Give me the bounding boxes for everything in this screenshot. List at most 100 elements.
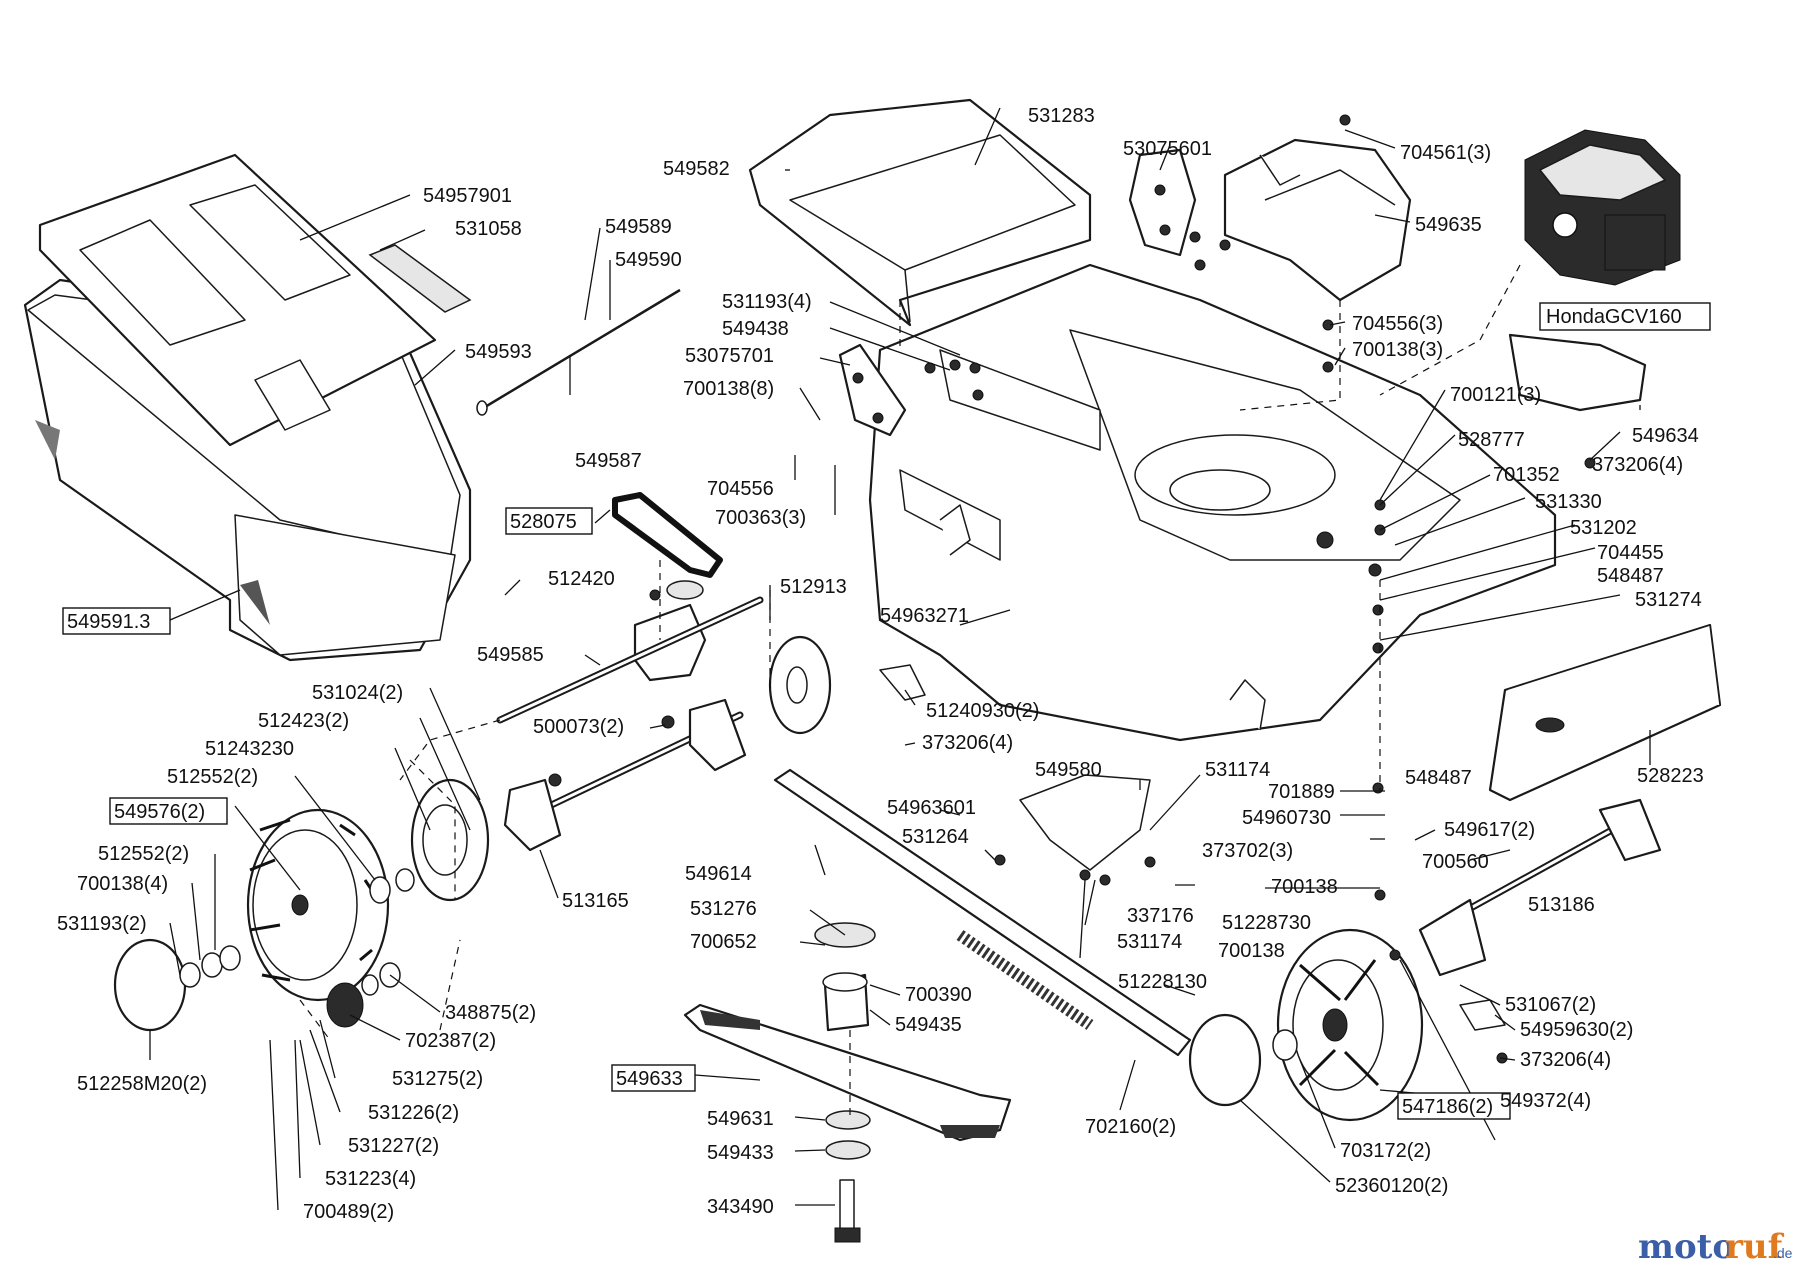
label-512913: 512913 xyxy=(780,576,847,598)
right-pulley-512913 xyxy=(768,635,832,735)
label-53075701: 53075701 xyxy=(685,345,774,367)
drive-pinion xyxy=(326,982,364,1028)
label-531193-2: 531193(2) xyxy=(57,913,147,935)
label-54963601: 54963601 xyxy=(887,797,976,819)
blade-bolt-343490 xyxy=(834,1179,861,1243)
label-549589: 549589 xyxy=(605,216,672,238)
label-549433: 549433 xyxy=(707,1142,774,1164)
shift-rod-549589 xyxy=(476,288,681,416)
label-549634: 549634 xyxy=(1632,425,1699,447)
label-512258m20-2: 512258M20(2) xyxy=(77,1073,207,1095)
label-531275-2: 531275(2) xyxy=(392,1068,483,1090)
label-700489-2: 700489(2) xyxy=(303,1201,394,1223)
label-honda-gcv160: HondaGCV160 xyxy=(1546,306,1682,328)
label-549438: 549438 xyxy=(722,318,789,340)
label-547186-2: 547186(2) xyxy=(1402,1096,1493,1118)
label-52360120-2: 52360120(2) xyxy=(1335,1175,1448,1197)
front-axle-513186 xyxy=(1418,798,1662,977)
side-plate-53075701 xyxy=(838,343,907,437)
label-531276: 531276 xyxy=(690,898,757,920)
label-513165: 513165 xyxy=(562,890,629,912)
front-wheel-bushing xyxy=(1272,1029,1298,1061)
label-549591-3: 549591.3 xyxy=(67,611,150,633)
label-531174b: 531174 xyxy=(1117,931,1182,953)
label-700560: 700560 xyxy=(1422,851,1489,873)
left-rear-wheel xyxy=(246,808,390,1002)
label-549585: 549585 xyxy=(477,644,544,666)
label-51243230: 51243230 xyxy=(205,738,294,760)
grass-catcher-frame-lid xyxy=(38,153,437,447)
label-549435: 549435 xyxy=(895,1014,962,1036)
bracket-51240930 xyxy=(879,664,1506,1031)
label-528223: 528223 xyxy=(1637,765,1704,787)
label-531264: 531264 xyxy=(902,826,969,848)
label-700121-3: 700121(3) xyxy=(1450,384,1541,406)
watermark-part2: ruf xyxy=(1725,1227,1785,1267)
label-700390: 700390 xyxy=(905,984,972,1006)
label-549590: 549590 xyxy=(615,249,682,271)
label-704561-3: 704561(3) xyxy=(1400,142,1491,164)
label-531274: 531274 xyxy=(1635,589,1702,611)
guard-549634 xyxy=(1508,333,1647,412)
left-wheel-cap xyxy=(113,938,187,1032)
label-531226-2: 531226(2) xyxy=(368,1102,459,1124)
label-348875-2: 348875(2) xyxy=(445,1002,536,1024)
label-54963271: 54963271 xyxy=(880,605,969,627)
drive-belt xyxy=(612,492,723,578)
label-549633: 549633 xyxy=(616,1068,683,1090)
label-531174a: 531174 xyxy=(1205,759,1270,781)
label-531223-4: 531223(4) xyxy=(325,1168,416,1190)
label-549617-2: 549617(2) xyxy=(1444,819,1535,841)
label-512420: 512420 xyxy=(548,568,615,590)
assembly-lines xyxy=(299,264,1521,1115)
label-549631: 549631 xyxy=(707,1108,774,1130)
label-700138a: 700138 xyxy=(1271,876,1338,898)
label-700363-3: 700363(3) xyxy=(715,507,806,529)
front-wheel-547186 xyxy=(1276,928,1424,1122)
label-373702-3: 373702(3) xyxy=(1202,840,1293,862)
label-343490: 343490 xyxy=(707,1196,774,1218)
honda-engine xyxy=(1524,129,1681,286)
label-373206-4b: 373206(4) xyxy=(922,732,1013,754)
label-531024-2: 531024(2) xyxy=(312,682,403,704)
label-704455: 704455 xyxy=(1597,542,1664,564)
label-337176: 337176 xyxy=(1127,905,1194,927)
label-700138-3: 700138(3) xyxy=(1352,339,1443,361)
label-700138-4: 700138(4) xyxy=(77,873,168,895)
label-704556: 704556 xyxy=(707,478,774,500)
bracket-53075601 xyxy=(1128,148,1197,257)
label-531193-4: 531193(4) xyxy=(722,291,812,313)
label-528777: 528777 xyxy=(1458,429,1525,451)
label-51228730: 51228730 xyxy=(1222,912,1311,934)
label-548487b: 548487 xyxy=(1405,767,1472,789)
label-700138-8: 700138(8) xyxy=(683,378,774,400)
label-373206-4c: 373206(4) xyxy=(1520,1049,1611,1071)
hub-washers xyxy=(179,868,415,996)
label-54960730: 54960730 xyxy=(1242,807,1331,829)
watermark-part1: moto xyxy=(1638,1227,1735,1267)
label-701352: 701352 xyxy=(1493,464,1560,486)
label-531058: 531058 xyxy=(455,218,522,240)
label-703172-2: 703172(2) xyxy=(1340,1140,1431,1162)
front-cover xyxy=(1488,623,1722,802)
label-531283: 531283 xyxy=(1028,105,1095,127)
label-702160-2: 702160(2) xyxy=(1085,1116,1176,1138)
label-531330: 531330 xyxy=(1535,491,1602,513)
label-512552-2a: 512552(2) xyxy=(167,766,258,788)
engine-cover-549635 xyxy=(1223,138,1412,302)
grass-catcher-handle-clip xyxy=(368,244,472,313)
label-500073-2: 500073(2) xyxy=(533,716,624,738)
label-513186: 513186 xyxy=(1528,894,1595,916)
axle-513165 xyxy=(503,698,747,852)
rear-deflector-flap xyxy=(748,98,1092,327)
label-548487a: 548487 xyxy=(1597,565,1664,587)
label-53075601: 53075601 xyxy=(1123,138,1212,160)
label-373206-4a: 373206(4) xyxy=(1592,454,1683,476)
leader-lines xyxy=(149,107,1651,1211)
label-700652: 700652 xyxy=(690,931,757,953)
label-549635: 549635 xyxy=(1415,214,1482,236)
label-531202: 531202 xyxy=(1570,517,1637,539)
label-549580: 549580 xyxy=(1035,759,1102,781)
part-labels: 549591.3 54957901 531058 549593 549589 5… xyxy=(57,105,1711,1223)
label-549593: 549593 xyxy=(465,341,532,363)
